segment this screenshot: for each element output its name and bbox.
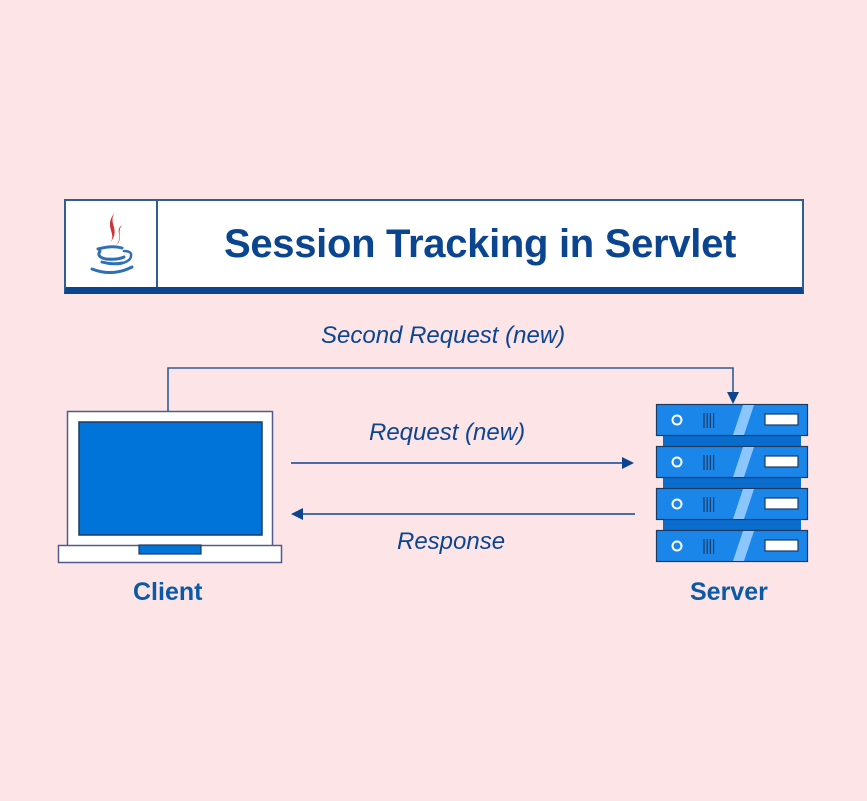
server-unit: [655, 403, 809, 437]
drive-bay: [764, 497, 799, 510]
server-label: Server: [690, 578, 768, 606]
page-title: Session Tracking in Servlet: [223, 221, 737, 266]
power-led-icon: [671, 498, 683, 510]
power-led-icon: [671, 414, 683, 426]
server-band: [663, 518, 801, 532]
server-unit: [655, 487, 809, 521]
title-banner: Session Tracking in Servlet: [64, 199, 804, 294]
response-arrowhead: [291, 508, 303, 520]
server-unit: [655, 529, 809, 563]
request-label: Request (new): [369, 419, 526, 446]
drive-bay: [764, 455, 799, 468]
client-label: Client: [133, 578, 203, 606]
server-highlight: [733, 489, 754, 519]
server-highlight: [733, 447, 754, 477]
response-label: Response: [397, 528, 506, 555]
second-request-arrowhead: [727, 392, 739, 404]
server-highlight: [733, 531, 754, 561]
java-coffee-cup-icon: [90, 211, 134, 274]
drive-bay: [764, 413, 799, 426]
server-highlight: [733, 405, 754, 435]
server-band: [663, 434, 801, 448]
second-request-arrow: [167, 367, 734, 411]
logo-cell: [66, 201, 158, 287]
server-rack-icon: [655, 403, 809, 563]
request-arrowhead: [622, 457, 634, 469]
drive-bay: [764, 539, 799, 552]
power-led-icon: [671, 456, 683, 468]
server-band: [663, 476, 801, 490]
server-unit: [655, 445, 809, 479]
second-request-label: Second Request (new): [321, 322, 566, 349]
client-laptop-icon: [57, 410, 283, 564]
power-led-icon: [671, 540, 683, 552]
